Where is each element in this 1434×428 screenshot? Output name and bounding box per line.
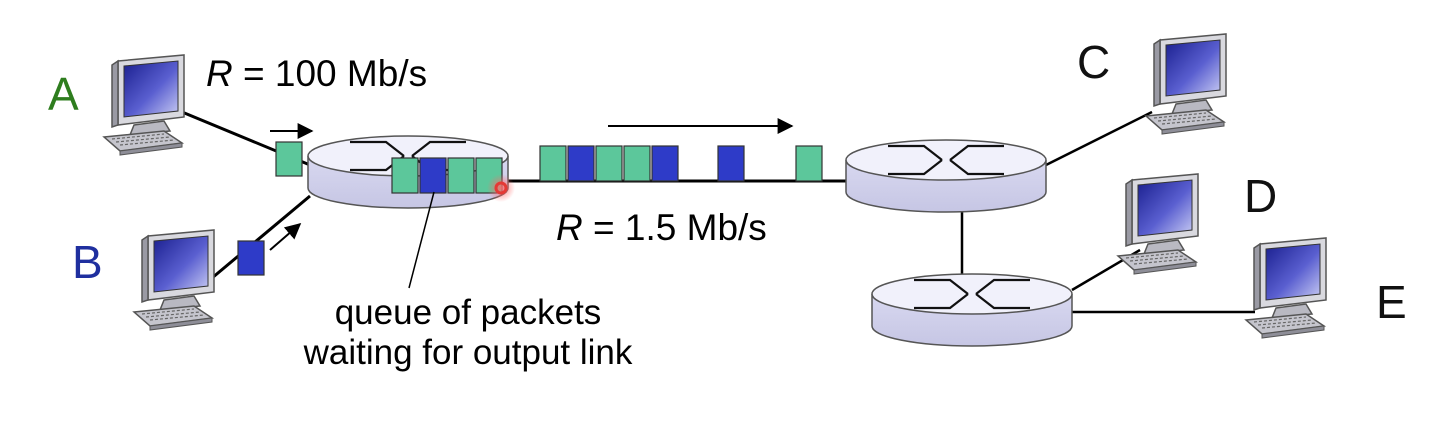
router-icon-right-bottom bbox=[870, 272, 1074, 348]
link-B-router bbox=[211, 194, 311, 280]
link-packet bbox=[623, 145, 651, 182]
host-label-B: B bbox=[72, 236, 103, 288]
bottleneck-link-rate: R = 1.5 Mb/s bbox=[556, 207, 767, 248]
host-label-A: A bbox=[48, 68, 79, 120]
output-port-dot bbox=[494, 181, 508, 195]
caption-pointer-line bbox=[408, 191, 435, 289]
computer-icon-B bbox=[133, 229, 215, 331]
packet-incoming-A bbox=[275, 141, 303, 177]
packet-incoming-B bbox=[237, 240, 265, 276]
access-rate-var: R bbox=[206, 53, 233, 94]
link-router-C bbox=[1043, 110, 1153, 168]
link-packet bbox=[539, 145, 567, 182]
computer-icon-A bbox=[103, 54, 185, 156]
link-packet bbox=[795, 145, 823, 182]
arrow-B-direction bbox=[269, 222, 302, 251]
output-port-glow bbox=[487, 174, 515, 202]
queue-packet bbox=[391, 157, 419, 194]
computer-icon-C bbox=[1145, 33, 1227, 135]
computer-icon-D bbox=[1117, 173, 1199, 275]
link-packet bbox=[595, 145, 623, 182]
queue-caption-line2: waiting for output link bbox=[303, 333, 633, 372]
host-label-E: E bbox=[1376, 276, 1407, 328]
packets-on-link bbox=[539, 145, 823, 182]
bottleneck-rate-var: R bbox=[556, 207, 583, 248]
queue-packet bbox=[419, 157, 447, 194]
host-label-C: C bbox=[1077, 36, 1110, 88]
router-icon-right-top bbox=[844, 138, 1048, 214]
link-packet bbox=[567, 145, 595, 182]
bottleneck-rate-value: = 1.5 Mb/s bbox=[583, 207, 767, 248]
link-packet bbox=[717, 145, 745, 182]
queue-packet bbox=[447, 157, 475, 194]
queue-caption-line1: queue of packets bbox=[335, 293, 602, 332]
access-rate-value: = 100 Mb/s bbox=[233, 53, 427, 94]
link-packet bbox=[651, 145, 679, 182]
host-label-D: D bbox=[1244, 170, 1277, 222]
computer-icon-E bbox=[1245, 237, 1327, 339]
access-link-rate: R = 100 Mb/s bbox=[206, 53, 427, 94]
